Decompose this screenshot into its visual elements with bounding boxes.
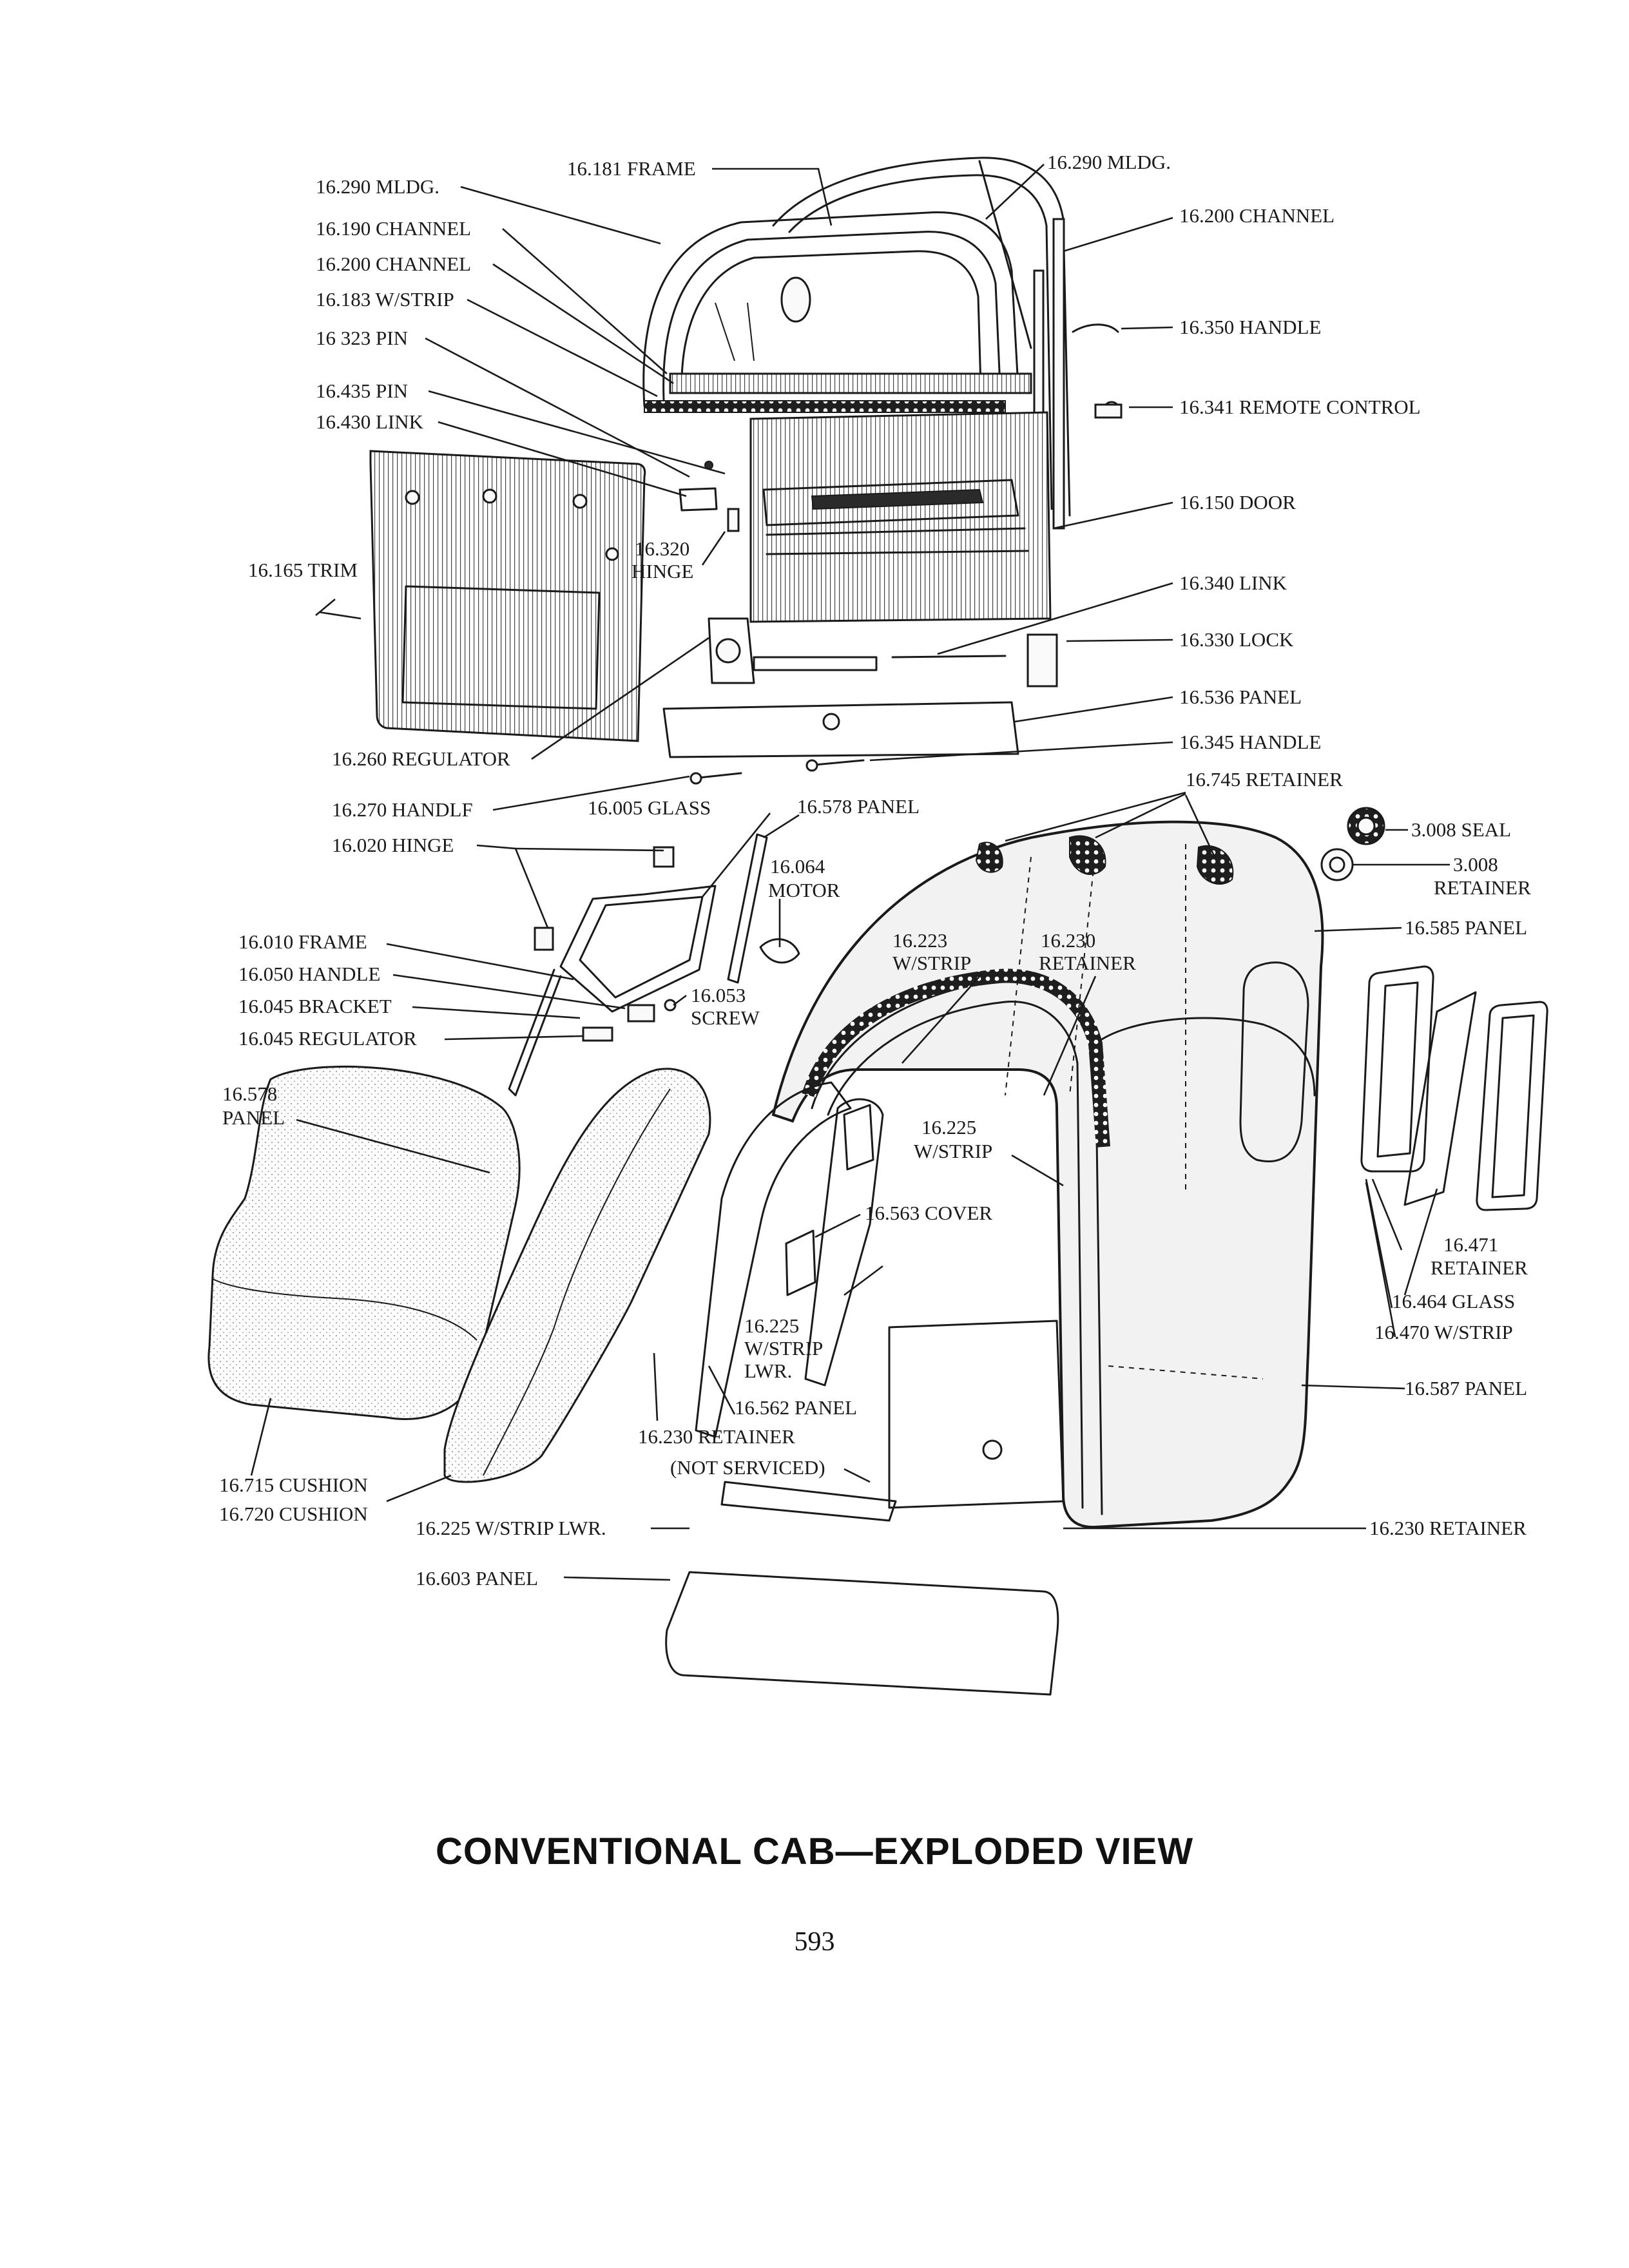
page-number: 593 [794,1927,835,1957]
label-16-064-motor-name: MOTOR [768,879,840,901]
label-16-190-channel: 16.190 CHANNEL [316,217,471,240]
label-16-200-channel-left: 16.200 CHANNEL [316,253,471,275]
label-16-578-panel-top: 16.578 PANEL [797,795,920,818]
door-hardware [662,323,1123,785]
label-not-serviced: (NOT SERVICED) [670,1456,825,1479]
label-16-603-panel: 16.603 PANEL [416,1567,538,1590]
label-16-330-lock: 16.330 LOCK [1179,628,1294,651]
label-16-345-handle: 16.345 HANDLE [1179,731,1321,753]
label-16-320-hinge-number: 16.320 [635,537,689,560]
label-16-720-cushion: 16.720 CUSHION [219,1503,368,1525]
label-16-290-mldg-left: 16.290 MLDG. [316,175,439,198]
label-16-340-link: 16.340 LINK [1179,572,1287,594]
figure-caption: CONVENTIONAL CAB—EXPLODED VIEW [435,1831,1194,1872]
label-16-225-wstrip-lwr: 16.225 W/STRIP LWR. [416,1517,606,1539]
door-panel [749,411,1052,623]
label-16-585-panel: 16.585 PANEL [1405,916,1527,939]
label-16-020-hinge: 16.020 HINGE [332,834,454,856]
label-16-050-handle: 16.050 HANDLE [238,963,380,985]
label-16-230-retainer-right: 16.230 RETAINER [1369,1517,1527,1539]
label-16-323-pin: 16 323 PIN [316,327,408,349]
leader-lines [250,164,1450,1581]
label-16-578-panel-left-number: 16.578 [222,1082,277,1105]
label-3-008-retainer-number: 3.008 [1453,853,1498,876]
label-16-225-wstrip-lwr-suffix: LWR. [744,1360,792,1382]
label-16-010-frame: 16.010 FRAME [238,930,367,953]
label-3-008-seal: 3.008 SEAL [1411,818,1511,841]
cab-body-shell [665,807,1548,1696]
vent-window-assembly [508,833,800,1097]
label-16-225-wstrip-lwr-number: 16.225 [744,1314,799,1337]
label-16-471-retainer-number: 16.471 [1443,1233,1498,1256]
label-16-183-wstrip: 16.183 W/STRIP [316,288,454,311]
label-16-470-wstrip: 16.470 W/STRIP [1374,1321,1513,1343]
label-16-053-screw-number: 16.053 [691,984,746,1006]
label-16-471-retainer-name: RETAINER [1431,1256,1528,1279]
label-16-290-mldg-right: 16.290 MLDG. [1047,151,1171,173]
label-16-053-screw-name: SCREW [691,1006,760,1029]
label-16-045-regulator: 16.045 REGULATOR [238,1027,417,1050]
label-16-064-motor-number: 16.064 [770,855,825,878]
label-16-200-channel-right: 16.200 CHANNEL [1179,204,1335,227]
part-labels: 16.290 MLDG. 16.181 FRAME 16.290 MLDG. 1… [219,151,1531,1590]
label-16-181-frame: 16.181 FRAME [567,157,696,180]
label-16-587-panel: 16.587 PANEL [1405,1377,1527,1399]
label-16-464-glass: 16.464 GLASS [1392,1290,1515,1312]
door-trim-panel [369,450,646,742]
label-16-225-wstrip-number: 16.225 [921,1116,976,1139]
label-16-320-hinge-name: HINGE [631,560,693,582]
label-16-165-trim: 16.165 TRIM [248,559,358,581]
label-16-745-retainer: 16.745 RETAINER [1186,768,1343,791]
label-16-230-retainer-top-name: RETAINER [1039,952,1136,974]
label-16-562-panel: 16.562 PANEL [735,1396,857,1419]
label-16-223-wstrip-name: W/STRIP [892,952,971,974]
seat-cushions [207,1065,711,1483]
label-16-270-handle: 16.270 HANDLF [332,798,473,821]
label-16-230-retainer-mid: 16.230 RETAINER [638,1425,795,1448]
parts-illustration [207,157,1548,1696]
label-16-150-door: 16.150 DOOR [1179,491,1296,514]
label-16-563-cover: 16.563 COVER [865,1202,992,1224]
label-16-435-pin: 16.435 PIN [316,380,408,402]
label-16-536-panel: 16.536 PANEL [1179,686,1302,708]
label-16-350-handle: 16.350 HANDLE [1179,316,1321,338]
label-16-225-wstrip-name: W/STRIP [914,1140,992,1162]
label-16-715-cushion: 16.715 CUSHION [219,1474,368,1496]
label-16-260-regulator: 16.260 REGULATOR [332,747,510,770]
label-16-005-glass: 16.005 GLASS [588,796,711,819]
label-16-223-wstrip-number: 16.223 [892,929,947,952]
label-16-045-bracket: 16.045 BRACKET [238,995,392,1017]
label-16-430-link: 16.430 LINK [316,410,424,433]
label-16-341-remote-control: 16.341 REMOTE CONTROL [1179,396,1421,418]
label-16-230-retainer-top-number: 16.230 [1041,929,1095,952]
label-16-578-panel-left-name: PANEL [222,1106,285,1129]
label-16-225-wstrip-lwr-name: W/STRIP [744,1337,823,1360]
label-3-008-retainer-name: RETAINER [1434,876,1531,899]
